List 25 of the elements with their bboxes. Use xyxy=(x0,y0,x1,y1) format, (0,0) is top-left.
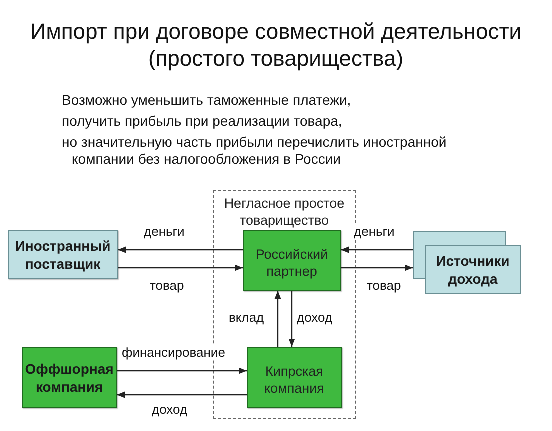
note-text: но значительную часть прибыли перечислить иностранной компании без налогообложения в России xyxy=(62,134,448,168)
edge-label: финансирование xyxy=(122,345,226,360)
node-label: Кипрская компания xyxy=(264,362,326,396)
node-label: Оффшорная компания xyxy=(24,360,115,396)
group-label: Негласное простое товарищество xyxy=(223,195,346,229)
node-label: Источники дохода xyxy=(435,252,511,288)
stacked-boxes xyxy=(413,231,523,296)
arrow xyxy=(118,246,243,254)
edge-label: деньги xyxy=(354,224,395,239)
process-box xyxy=(8,230,118,279)
process-box xyxy=(247,347,342,408)
process-box xyxy=(22,347,117,408)
arrow xyxy=(118,264,243,272)
arrow xyxy=(341,246,413,254)
process-box xyxy=(243,230,341,291)
note-text: получить прибыль при реализации товара, xyxy=(62,113,344,130)
arrow xyxy=(288,291,296,347)
arrow xyxy=(117,392,247,398)
note-text: Возможно уменьшить таможенные платежи, xyxy=(62,92,352,109)
node-label: Иностранный поставщик xyxy=(14,236,112,272)
node-label: Российский партнер xyxy=(254,246,330,280)
arrow xyxy=(341,264,413,272)
arrow xyxy=(117,368,247,374)
arrow xyxy=(274,291,282,347)
diagram-title: Импорт при договоре совместной деятельности (простого товарищества) xyxy=(29,18,523,72)
